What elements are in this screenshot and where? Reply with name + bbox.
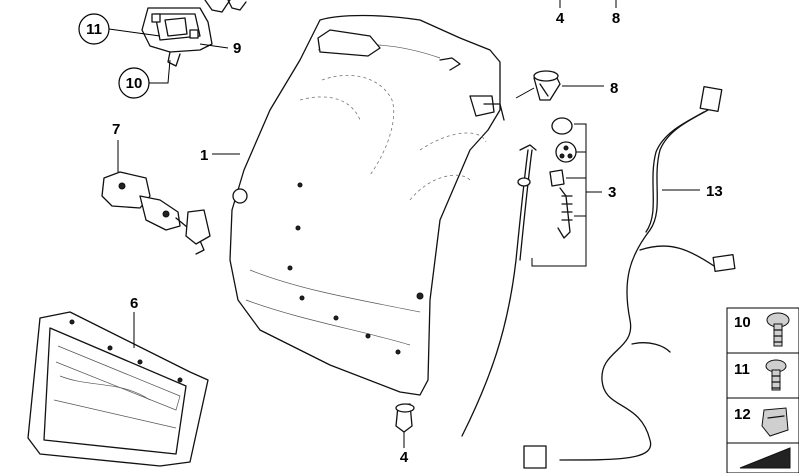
motor-part-7 (101, 171, 211, 255)
callout-7: 7 (112, 121, 120, 138)
wiring-harness-part-13 (523, 85, 736, 469)
screw-icon (765, 359, 787, 391)
wedge-icon (739, 447, 791, 469)
callout-8-top: 8 (612, 10, 620, 27)
push-clip-part-8 (533, 70, 561, 101)
legend-item-10: 10 (726, 307, 799, 354)
bracket-part-9-11 (141, 0, 247, 67)
clip-icon (761, 407, 789, 437)
callout-4-bottom: 4 (400, 449, 409, 466)
back-panel-part-6 (27, 311, 209, 467)
cable-part-3 (461, 117, 577, 437)
callout-11: 11 (86, 21, 102, 38)
callout-10: 10 (126, 75, 143, 92)
legend-panel: 10 11 12 (726, 307, 799, 473)
callout-3: 3 (608, 184, 616, 201)
callout-6: 6 (130, 295, 138, 312)
legend-number-11: 11 (734, 361, 750, 378)
legend-item-11: 11 (726, 352, 799, 399)
callout-8-mid: 8 (610, 80, 618, 97)
legend-number-12: 12 (734, 406, 751, 423)
bolt-icon (766, 312, 790, 347)
clip-part-4-bottom (395, 403, 415, 433)
legend-number-10: 10 (734, 314, 751, 331)
callout-9: 9 (233, 40, 241, 57)
seat-backrest-part-1 (229, 14, 505, 396)
legend-item-12: 12 (726, 397, 799, 444)
callout-4-top: 4 (556, 10, 565, 27)
callout-13: 13 (706, 183, 723, 200)
callout-1: 1 (200, 147, 208, 164)
legend-item-wedge (726, 442, 799, 473)
